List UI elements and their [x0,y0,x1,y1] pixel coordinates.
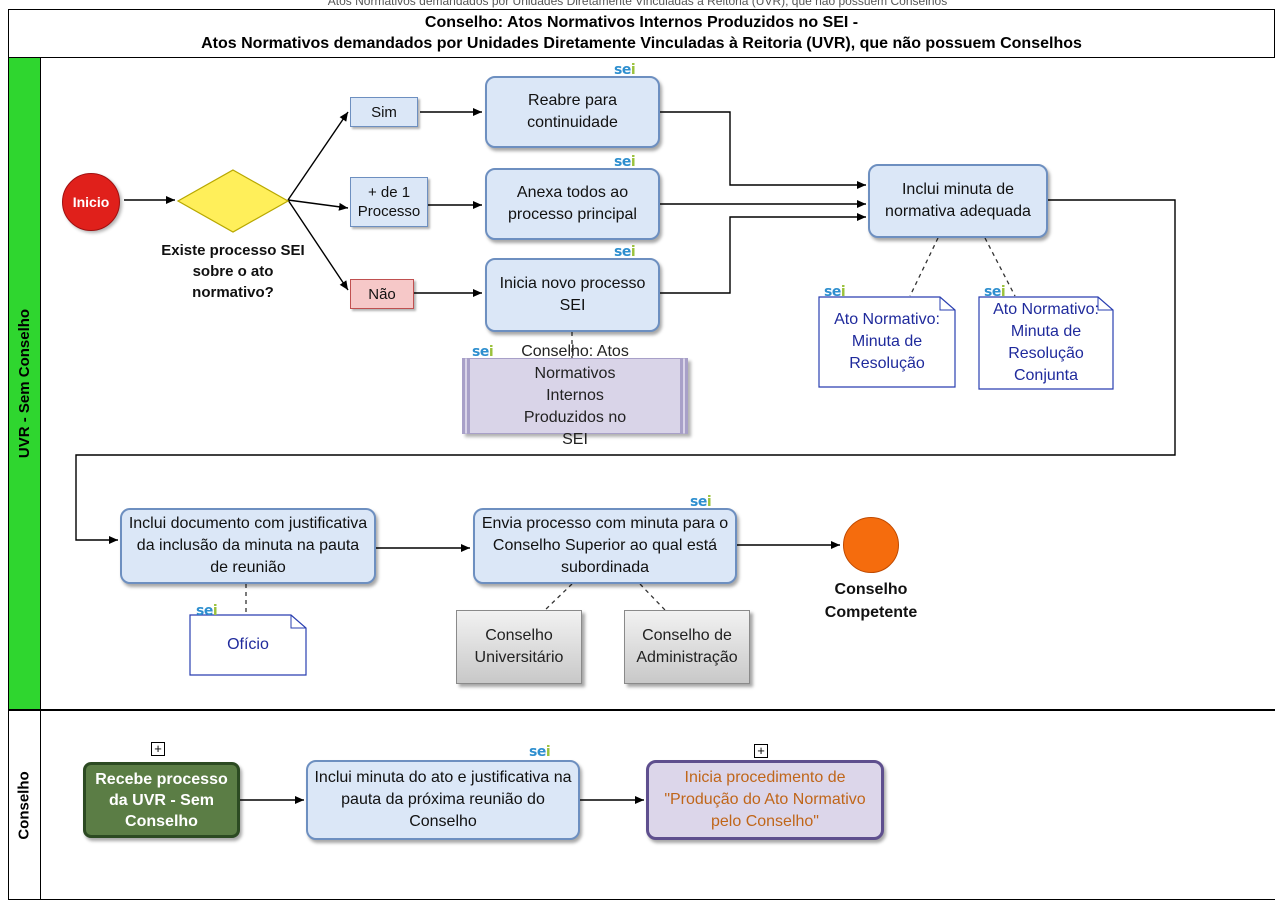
assoc-envia-adm [639,583,666,611]
lane-uvr-label: UVR - Sem Conselho [16,308,33,459]
subprocess-inicia-label: Inicia procedimento de "Produção do Ato … [664,769,866,830]
end-event [843,517,899,573]
system-conselho-universitario: Conselho Universitário [456,610,582,684]
doc-minuta-resolucao-label: Ato Normativo: Minuta de Resolução [834,311,940,372]
pool-title-line2: Atos Normativos demandados por Unidades … [201,35,1082,52]
task-inclui-pauta: Inclui minuta do ato e justificativa na … [306,760,580,840]
sei-logo: sei [690,494,712,510]
lane-conselho-label: Conselho [16,770,33,840]
assoc-minuta-doc1 [909,237,939,297]
subprocess-inicia: Inicia procedimento de "Produção do Ato … [646,760,884,840]
assoc-minuta-doc2 [984,237,1016,297]
doc-minuta-resolucao: Ato Normativo: Minuta de Resolução [818,296,956,388]
sei-logo: sei [472,344,494,360]
edge-reabre-minuta [660,111,866,189]
task-envia: Envia processo com minuta para o Conselh… [473,508,737,584]
assoc-envia-univ [544,583,573,611]
task-inclui-documento: Inclui documento com justificativa da in… [120,508,376,584]
expand-marker-icon[interactable]: + [151,742,165,756]
sei-logo: sei [984,284,1006,300]
edge-gateway-nao [287,199,349,291]
doc-shape [818,296,956,388]
edge-gateway-sim [287,111,349,201]
doc-shape [978,296,1114,390]
lane-conselho-header: Conselho [8,710,41,900]
sei-logo: sei [824,284,846,300]
task-anexa: Anexa todos ao processo principal [485,168,660,240]
doc-oficio-label: Ofício [227,636,269,653]
sei-logo: sei [614,62,636,78]
lane-uvr-header: UVR - Sem Conselho [8,57,41,710]
doc-oficio: Ofício [189,614,307,676]
sei-logo: sei [614,154,636,170]
doc-minuta-conjunta-label: Ato Normativo: Minuta de Resolução Conju… [993,301,1099,384]
edge-inicia-minuta [660,213,866,294]
system-conselho-administracao: Conselho de Administração [624,610,750,684]
branch-sim: Sim [350,97,418,127]
data-store: Conselho: Atos Normativos Internos Produ… [462,343,688,448]
pool-title-line1: Conselho: Atos Normativos Internos Produ… [424,14,859,31]
gateway-label: Existe processo SEI sobre o ato normativ… [161,242,305,301]
sei-logo: sei [529,744,551,760]
page-caption: Atos Normativos demandados por Unidades … [327,0,948,8]
task-inclui-minuta: Inclui minuta de normativa adequada [868,164,1048,238]
sei-logo: sei [196,603,218,619]
start-event: Inicio [62,173,120,231]
gateway-diamond [176,169,290,233]
expand-marker-icon[interactable]: + [754,744,768,758]
subprocess-recebe-label: Recebe processo da UVR - Sem Conselho [95,770,228,830]
branch-mais-de-1: + de 1 Processo [350,177,428,227]
task-inicia: Inicia novo processo SEI [485,258,660,332]
branch-nao: Não [350,279,414,309]
start-event-label: Inicio [72,194,110,210]
subprocess-recebe: Recebe processo da UVR - Sem Conselho [83,762,240,838]
end-event-label: Conselho Competente [824,581,918,621]
doc-shape [189,614,307,676]
pool-title: Conselho: Atos Normativos Internos Produ… [8,9,1275,57]
sei-logo: sei [614,244,636,260]
edge-minuta-documento [75,199,1176,544]
edge-gateway-mais [287,199,349,211]
task-reabre: Reabre para continuidade [485,76,660,148]
doc-minuta-conjunta: Ato Normativo: Minuta de Resolução Conju… [978,296,1114,390]
